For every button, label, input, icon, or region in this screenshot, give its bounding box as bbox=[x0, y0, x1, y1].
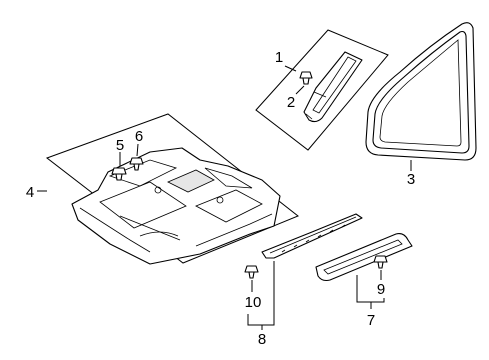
callout-8: 8 bbox=[258, 331, 266, 348]
sill-clip-10 bbox=[244, 265, 259, 279]
floor-carpet bbox=[71, 147, 281, 265]
callout-5: 5 bbox=[116, 137, 124, 154]
door-opening-weatherstrip bbox=[365, 22, 477, 161]
callout-3: 3 bbox=[407, 171, 415, 188]
leader-1 bbox=[284, 65, 297, 72]
pillar-trim-clip bbox=[299, 71, 313, 85]
carpet-clip-5 bbox=[111, 167, 127, 181]
leader-8 bbox=[247, 261, 275, 326]
scuff-plate bbox=[315, 233, 413, 282]
front-pillar-trim bbox=[303, 51, 363, 123]
carpet-clip-6 bbox=[129, 157, 144, 171]
callout-7: 7 bbox=[367, 312, 375, 329]
callout-10: 10 bbox=[245, 294, 262, 311]
scuff-plate-clip-9 bbox=[373, 255, 388, 269]
callout-4: 4 bbox=[26, 184, 34, 201]
inner-sill-trim bbox=[261, 213, 363, 259]
leader-2 bbox=[295, 85, 305, 95]
leader-6 bbox=[136, 143, 139, 157]
callout-2: 2 bbox=[287, 94, 295, 111]
callout-6: 6 bbox=[135, 128, 143, 145]
callout-9: 9 bbox=[377, 281, 385, 298]
callout-1: 1 bbox=[275, 49, 283, 66]
pillar-trim-group-frame bbox=[255, 29, 389, 151]
